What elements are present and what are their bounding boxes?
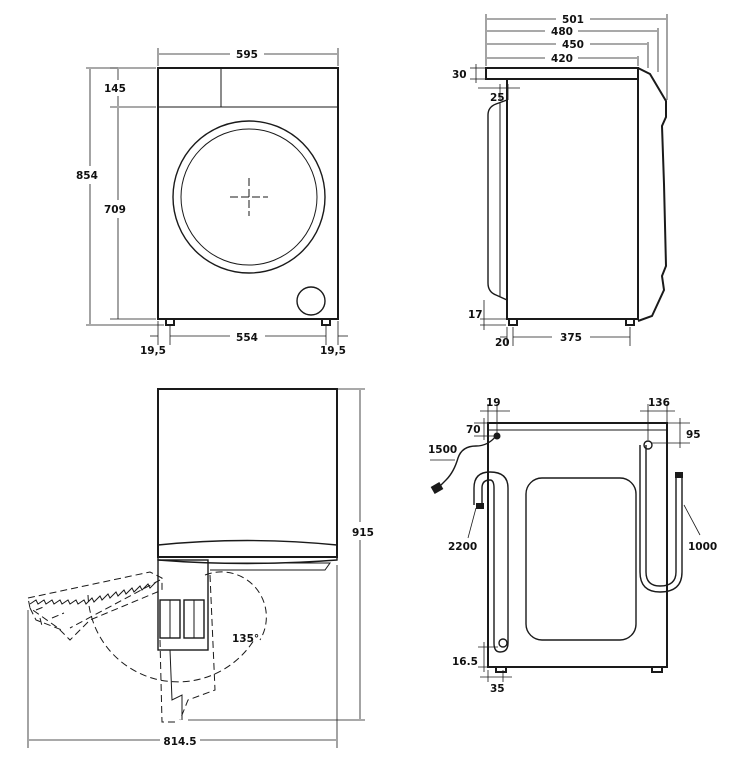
- rear-view: 19 70 1500 2200 136 95 1000 16.5: [428, 397, 717, 695]
- side-door-offset-label: 25: [490, 92, 505, 104]
- front-width-label: 595: [236, 49, 258, 61]
- front-door-outer: [172, 120, 326, 274]
- rear-drain-hose-label: 2200: [448, 541, 477, 553]
- rear-inlet-height-label: 70: [466, 424, 481, 436]
- side-foot-front: [508, 318, 518, 326]
- side-foot-rear: [625, 318, 635, 326]
- door-open-depth-label: 814.5: [163, 736, 196, 748]
- front-top-panel-label: 145: [104, 83, 126, 95]
- door-open-outline: [27, 571, 163, 641]
- rear-inlet-offset-label: 19: [486, 397, 501, 409]
- front-filter-hatch: [296, 286, 326, 316]
- rear-top-strip: [487, 422, 668, 431]
- front-foot-left: [165, 318, 175, 326]
- rear-power-plug: [430, 482, 444, 494]
- front-foot-offset-right-label: 19,5: [320, 345, 346, 357]
- rear-bottom-offset-label: 35: [490, 683, 505, 695]
- front-door-inner: [180, 128, 318, 266]
- side-depth-501-label: 501: [562, 14, 584, 26]
- side-foot-height-label: 17: [468, 309, 483, 321]
- side-body: [506, 78, 639, 320]
- front-foot-span-label: 554: [236, 332, 258, 344]
- side-view: 501 480 450 420 30 25 17 20 375: [452, 14, 668, 349]
- rear-service-panel: [525, 477, 637, 641]
- front-view: 595 145 854 709 19,5 554 19,5: [76, 48, 348, 357]
- rear-inlet-hose: [639, 445, 683, 593]
- side-depth-420-label: 420: [551, 53, 573, 65]
- front-body: [157, 67, 339, 320]
- front-foot-offset-left-label: 19,5: [140, 345, 166, 357]
- rear-right-offset-label: 136: [648, 397, 670, 409]
- door-open-angle-label: 135°: [232, 633, 259, 645]
- front-door-center-cross: [230, 178, 268, 216]
- rear-bottom-height-label: 16.5: [452, 656, 478, 668]
- door-open-height-label: 915: [352, 527, 374, 539]
- side-depth-450-label: 450: [562, 39, 584, 51]
- rear-drain-hose: [473, 471, 509, 653]
- door-view-base: [157, 539, 338, 565]
- front-total-height-label: 854: [76, 170, 98, 182]
- door-hinge-pattern: [29, 581, 157, 605]
- front-foot-right: [321, 318, 331, 326]
- side-rear-profile: [637, 67, 668, 322]
- rear-power-cord-label: 1500: [428, 444, 457, 456]
- side-foot-span-label: 375: [560, 332, 582, 344]
- door-swing-arc: [87, 594, 255, 683]
- side-top-cover: [485, 67, 639, 80]
- side-foot-inset-label: 20: [495, 337, 510, 349]
- side-depth-480-label: 480: [551, 26, 573, 38]
- door-view-body: [157, 388, 338, 558]
- side-top-thickness-label: 30: [452, 69, 467, 81]
- rear-power-cord: [439, 435, 497, 487]
- front-body-height-label: 709: [104, 204, 126, 216]
- rear-inlet-hose-label: 1000: [688, 541, 717, 553]
- rear-right-height-label: 95: [686, 429, 701, 441]
- side-door-bulge: [487, 99, 508, 301]
- door-open-view: 135° 915 814.5: [27, 388, 374, 748]
